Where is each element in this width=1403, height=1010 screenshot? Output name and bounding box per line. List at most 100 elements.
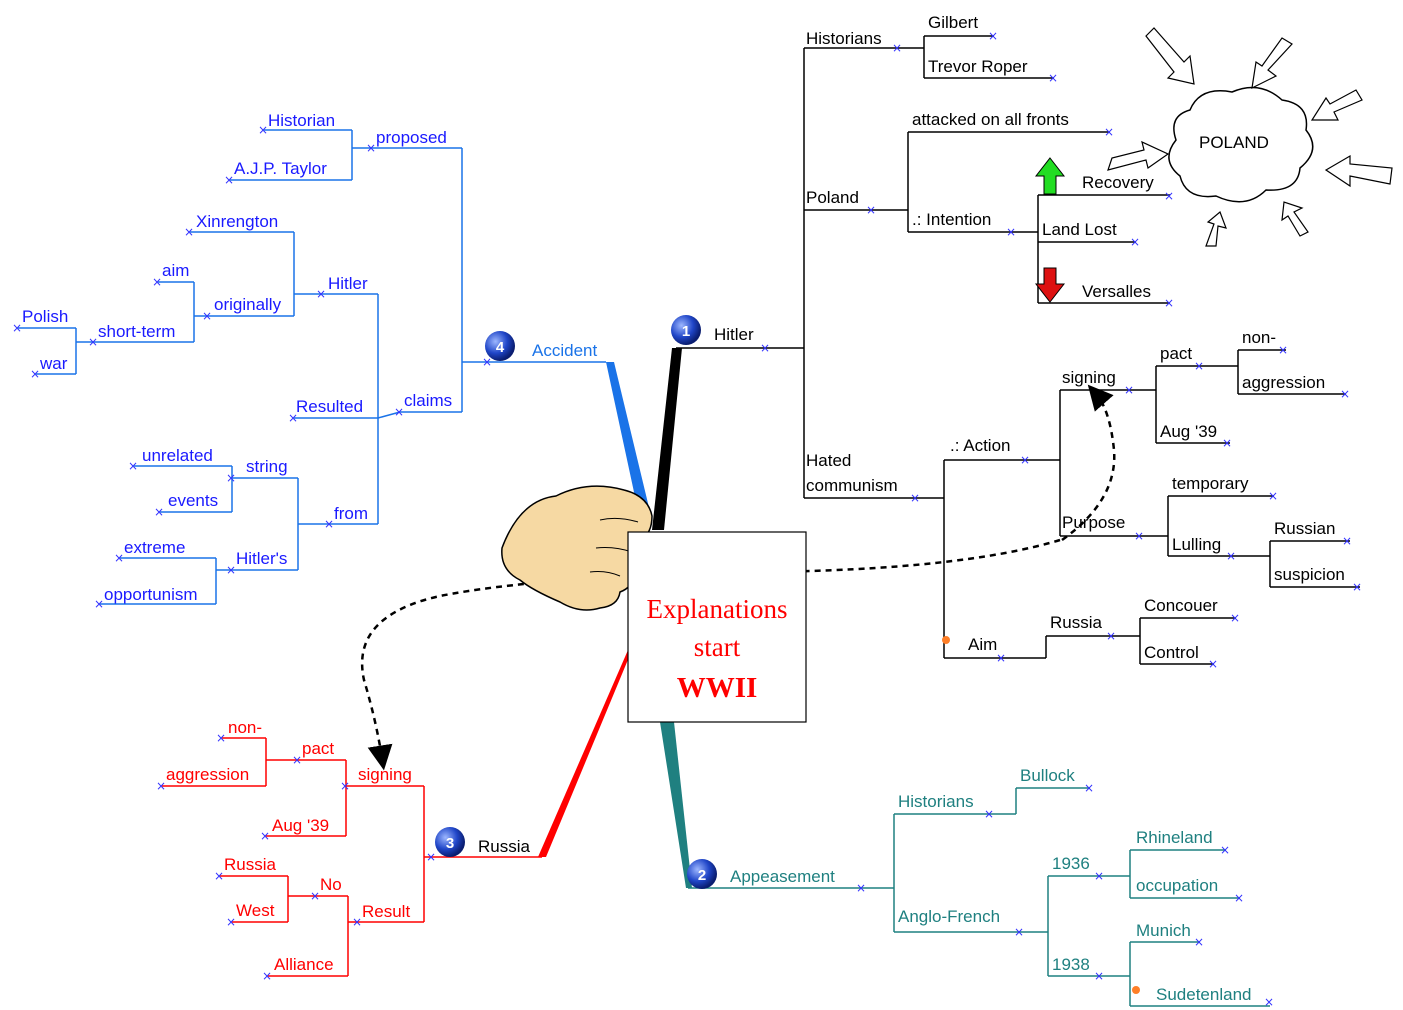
- node-aim-accident[interactable]: aim: [162, 261, 189, 280]
- node-pact-russia[interactable]: pact: [302, 739, 334, 758]
- svg-text:×: ×: [224, 173, 234, 187]
- svg-text:4: 4: [496, 339, 505, 356]
- node-russia[interactable]: Russia: [1050, 613, 1103, 632]
- node-communism[interactable]: communism: [806, 476, 898, 495]
- node-historians-appeasement[interactable]: Historians: [898, 792, 974, 811]
- node-aggression[interactable]: aggression: [1242, 373, 1325, 392]
- svg-text:×: ×: [1222, 436, 1232, 450]
- node-intention[interactable]: .: Intention: [912, 210, 991, 229]
- node-proposed[interactable]: proposed: [376, 128, 447, 147]
- node-poland[interactable]: Poland: [806, 188, 859, 207]
- node-recovery[interactable]: Recovery: [1082, 173, 1154, 192]
- node-historians[interactable]: Historians: [806, 29, 882, 48]
- node-originally[interactable]: originally: [214, 295, 282, 314]
- trunk-hitler: [652, 348, 682, 530]
- svg-text:×: ×: [1094, 969, 1104, 983]
- node-war[interactable]: war: [39, 354, 68, 373]
- node-aug39-russia[interactable]: Aug '39: [272, 816, 329, 835]
- svg-text:×: ×: [866, 203, 876, 217]
- central-topic[interactable]: Explanations start WWII: [627, 531, 807, 723]
- node-suspicion[interactable]: suspicion: [1274, 565, 1345, 584]
- node-from[interactable]: from: [334, 504, 368, 523]
- node-sudetenland[interactable]: Sudetenland: [1156, 985, 1251, 1004]
- svg-text:×: ×: [1104, 125, 1114, 139]
- node-hitlers[interactable]: Hitler's: [236, 549, 287, 568]
- node-russia-russia[interactable]: Russia: [224, 855, 277, 874]
- svg-text:3: 3: [446, 835, 454, 852]
- svg-text:×: ×: [152, 275, 162, 289]
- svg-text:×: ×: [1352, 580, 1362, 594]
- svg-text:×: ×: [1006, 225, 1016, 239]
- node-non-russia[interactable]: non-: [228, 718, 262, 737]
- node-action[interactable]: .: Action: [950, 436, 1010, 455]
- node-versailles[interactable]: Versalles: [1082, 282, 1151, 301]
- node-polish[interactable]: Polish: [22, 307, 68, 326]
- versailles-down-arrow-icon: [1034, 267, 1066, 303]
- node-non[interactable]: non-: [1242, 328, 1276, 347]
- node-resulted[interactable]: Resulted: [296, 397, 363, 416]
- node-events[interactable]: events: [168, 491, 218, 510]
- node-signing[interactable]: signing: [1062, 368, 1116, 387]
- svg-text:×: ×: [1106, 629, 1116, 643]
- node-short-term[interactable]: short-term: [98, 322, 175, 341]
- node-temporary[interactable]: temporary: [1172, 474, 1249, 493]
- topic-russia[interactable]: Russia: [478, 837, 531, 856]
- node-ajp-taylor[interactable]: A.J.P. Taylor: [234, 159, 327, 178]
- node-opportunism[interactable]: opportunism: [104, 585, 198, 604]
- svg-text:×: ×: [892, 41, 902, 55]
- node-historian[interactable]: Historian: [268, 111, 335, 130]
- trunk-accident: [606, 362, 652, 520]
- node-aim[interactable]: Aim: [968, 635, 997, 654]
- node-aggression-russia[interactable]: aggression: [166, 765, 249, 784]
- node-signing-russia[interactable]: signing: [358, 765, 412, 784]
- node-concouer[interactable]: Concouer: [1144, 596, 1218, 615]
- arrow-icon: [1281, 201, 1309, 237]
- branch-accident: [18, 129, 606, 605]
- node-pact[interactable]: pact: [1160, 344, 1192, 363]
- node-extreme[interactable]: extreme: [124, 538, 185, 557]
- svg-text:×: ×: [184, 225, 194, 239]
- svg-text:×: ×: [114, 551, 124, 565]
- node-west[interactable]: West: [236, 901, 275, 920]
- node-1938[interactable]: 1938: [1052, 955, 1090, 974]
- branch-hitler: [676, 35, 1360, 665]
- node-gilbert[interactable]: Gilbert: [928, 13, 978, 32]
- node-attacked-all-fronts[interactable]: attacked on all fronts: [912, 110, 1069, 129]
- trunk-appeasement: [660, 722, 692, 888]
- topic-hitler[interactable]: Hitler: [714, 325, 754, 344]
- node-purpose[interactable]: Purpose: [1062, 513, 1125, 532]
- node-alliance[interactable]: Alliance: [274, 955, 334, 974]
- node-land-lost[interactable]: Land Lost: [1042, 220, 1117, 239]
- node-string[interactable]: string: [246, 457, 288, 476]
- node-result[interactable]: Result: [362, 902, 410, 921]
- svg-text:×: ×: [366, 141, 376, 155]
- topic-accident[interactable]: Accident: [532, 341, 597, 360]
- svg-text:×: ×: [214, 869, 224, 883]
- node-rhineland[interactable]: Rhineland: [1136, 828, 1213, 847]
- node-lulling[interactable]: Lulling: [1172, 535, 1221, 554]
- svg-text:×: ×: [1220, 843, 1230, 857]
- node-control[interactable]: Control: [1144, 643, 1199, 662]
- svg-text:×: ×: [288, 411, 298, 425]
- svg-text:×: ×: [316, 287, 326, 301]
- node-aug39[interactable]: Aug '39: [1160, 422, 1217, 441]
- node-hitler-accident[interactable]: Hitler: [328, 274, 368, 293]
- node-unrelated[interactable]: unrelated: [142, 446, 213, 465]
- node-xinrengton[interactable]: Xinrengton: [196, 212, 278, 231]
- svg-text:2: 2: [698, 867, 706, 884]
- node-occupation[interactable]: occupation: [1136, 876, 1218, 895]
- note-dot-icon: [1132, 986, 1140, 994]
- svg-text:×: ×: [988, 29, 998, 43]
- node-hated[interactable]: Hated: [806, 451, 851, 470]
- node-1936[interactable]: 1936: [1052, 854, 1090, 873]
- node-russian[interactable]: Russian: [1274, 519, 1335, 538]
- svg-text:×: ×: [1340, 387, 1350, 401]
- node-munich[interactable]: Munich: [1136, 921, 1191, 940]
- svg-text:×: ×: [292, 753, 302, 767]
- topic-appeasement[interactable]: Appeasement: [730, 867, 835, 886]
- node-no[interactable]: No: [320, 875, 342, 894]
- node-anglo-french[interactable]: Anglo-French: [898, 907, 1000, 926]
- node-trevor-roper[interactable]: Trevor Roper: [928, 57, 1028, 76]
- node-bullock[interactable]: Bullock: [1020, 766, 1075, 785]
- node-claims[interactable]: claims: [404, 391, 452, 410]
